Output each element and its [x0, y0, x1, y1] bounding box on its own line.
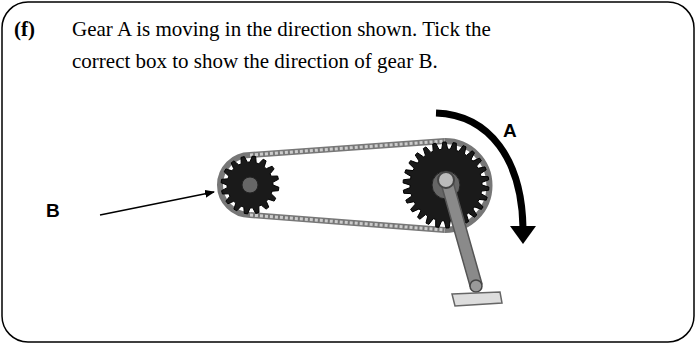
part-label: B	[46, 200, 60, 222]
gears	[221, 142, 489, 228]
gear-teeth	[221, 156, 279, 214]
gear-hub	[242, 177, 258, 193]
question-text: Gear A is moving in the direction shown.…	[72, 13, 492, 77]
frame	[2, 2, 694, 342]
arrow-head	[510, 226, 536, 244]
leader-line	[100, 192, 214, 215]
question-number: (f)	[14, 13, 54, 45]
rotation-arrow	[436, 113, 523, 228]
gear-teeth	[403, 142, 489, 228]
crank	[438, 172, 502, 306]
chain	[220, 141, 490, 230]
part-label: A	[503, 120, 517, 142]
